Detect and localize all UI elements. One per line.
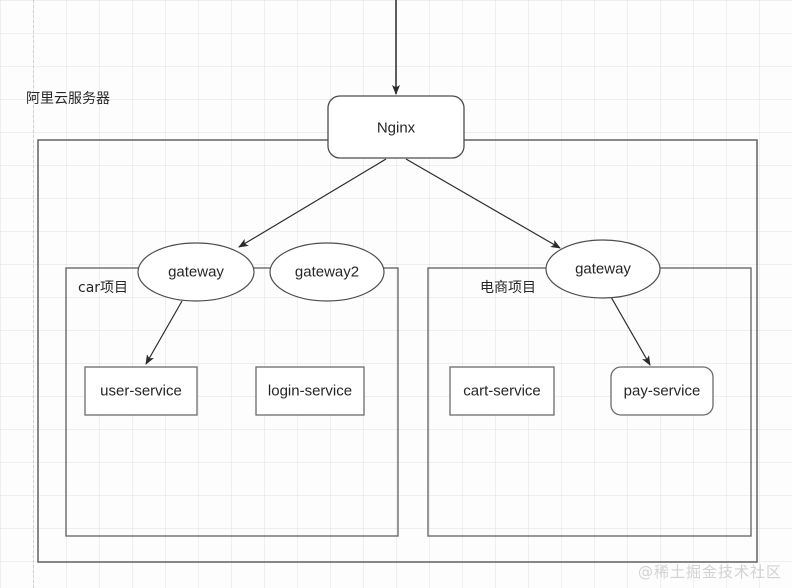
node-gateway-right[interactable]	[545, 239, 661, 299]
watermark: @稀土掘金技术社区	[637, 563, 782, 581]
arrow-gateway-left-to-user-service	[145, 300, 183, 365]
node-user-service[interactable]	[84, 366, 198, 416]
alicloud-server-label: 阿里云服务器	[26, 91, 110, 107]
node-cart-service[interactable]	[449, 366, 555, 416]
car-project-label: car项目	[78, 280, 129, 296]
node-gateway-left-label: gateway	[168, 263, 224, 281]
node-nginx[interactable]	[327, 95, 465, 159]
node-login-service[interactable]	[255, 366, 365, 416]
node-login-service-label: login-service	[267, 382, 353, 400]
arrow-gateway-right-to-pay-service	[610, 296, 651, 366]
node-gateway2[interactable]	[269, 242, 385, 302]
arrow-nginx-to-gateway-left	[238, 158, 387, 248]
arrow-nginx-to-gateway-right	[405, 158, 561, 249]
node-nginx-label: Nginx	[376, 119, 416, 137]
node-user-service-label: user-service	[100, 382, 182, 400]
node-gateway2-label: gateway2	[294, 263, 360, 281]
ecommerce-project-label: 电商项目	[480, 280, 536, 296]
node-gateway-left[interactable]	[137, 242, 255, 302]
node-gateway-right-label: gateway	[575, 260, 631, 278]
node-cart-service-label: cart-service	[463, 382, 541, 400]
grid-dashed-guideline	[33, 0, 34, 588]
node-pay-service-label: pay-service	[623, 382, 701, 400]
node-pay-service[interactable]	[610, 366, 714, 416]
